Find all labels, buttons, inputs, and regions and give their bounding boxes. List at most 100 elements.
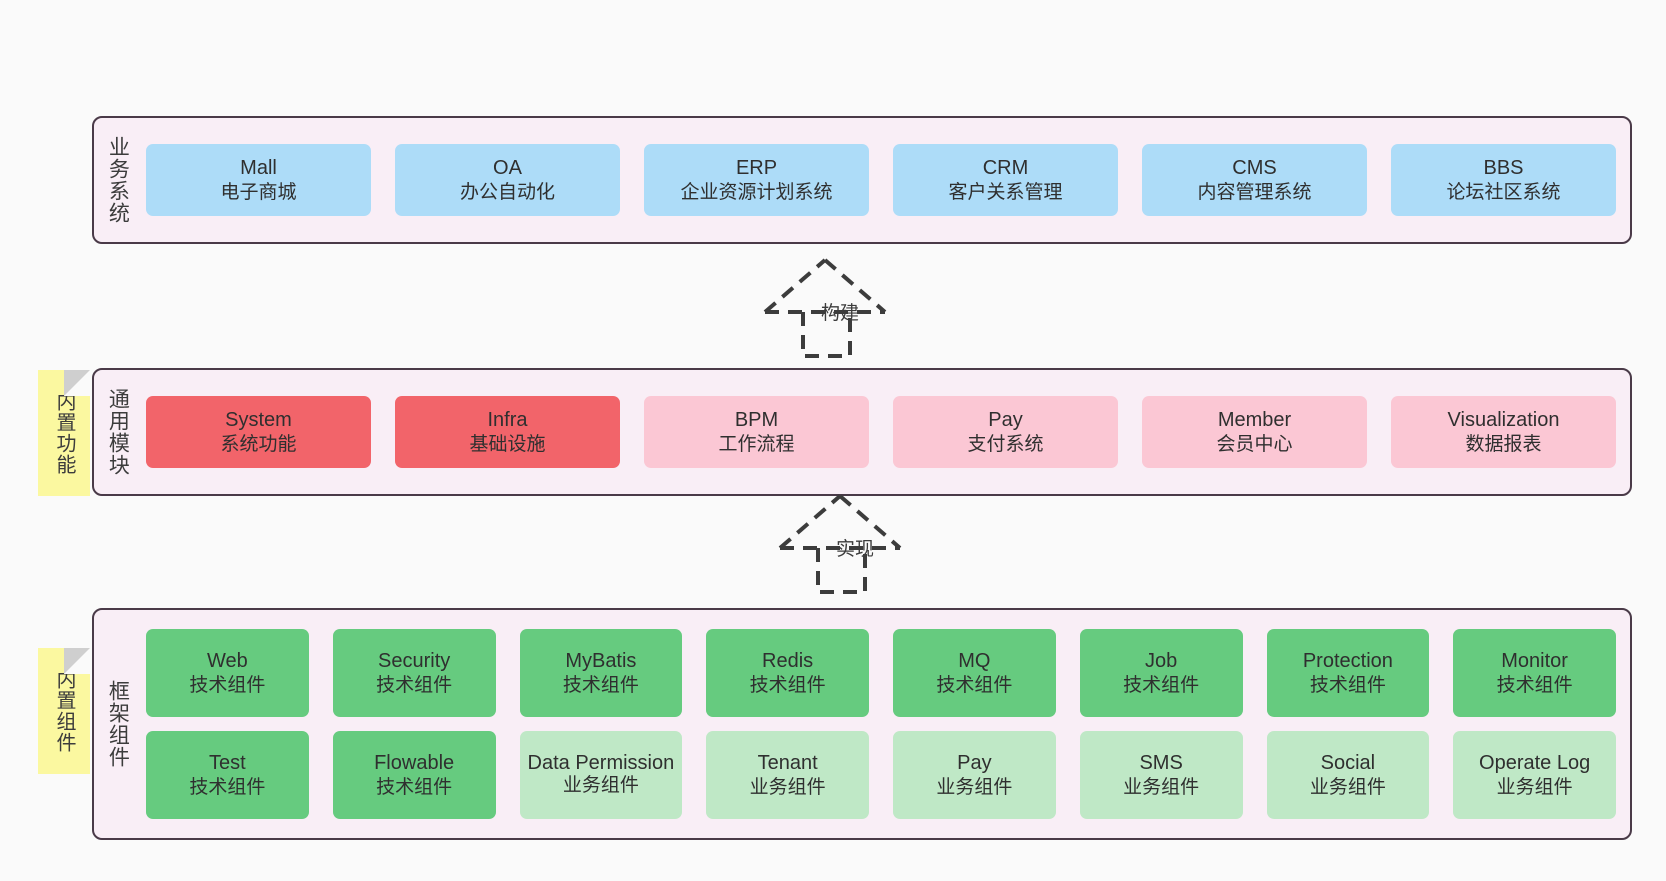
node-erp[interactable]: ERP 企业资源计划系统 (644, 144, 869, 216)
connector-build-label: 构建 (820, 303, 859, 324)
node-subtitle: 业务组件 (1309, 776, 1386, 798)
node-operate-log[interactable]: Operate Log 业务组件 (1453, 731, 1616, 819)
node-monitor[interactable]: Monitor 技术组件 (1453, 629, 1616, 717)
framework-biz-row: Test 技术组件 Flowable 技术组件 Data Permission … (146, 731, 1616, 819)
node-title: CRM (982, 156, 1029, 179)
node-title: Social (1320, 751, 1376, 774)
node-subtitle: 业务组件 (562, 775, 639, 797)
node-title: Tenant (757, 751, 818, 774)
layer-common-modules: 通用模块 System 系统功能 Infra 基础设施 BPM 工作流程 Pay… (92, 368, 1632, 496)
node-title: Security (378, 649, 451, 672)
node-subtitle: 业务组件 (936, 776, 1013, 798)
node-title: Visualization (1447, 408, 1560, 431)
node-title: Mall (240, 156, 277, 179)
node-crm[interactable]: CRM 客户关系管理 (893, 144, 1118, 216)
node-infra[interactable]: Infra 基础设施 (395, 396, 620, 468)
node-subtitle: 电子商城 (220, 181, 297, 203)
node-bbs[interactable]: BBS 论坛社区系统 (1391, 144, 1616, 216)
node-mall[interactable]: Mall 电子商城 (146, 144, 371, 216)
layer-body-business-systems: Mall 电子商城 OA 办公自动化 ERP 企业资源计划系统 CRM 客户关系… (140, 118, 1630, 242)
node-title: BPM (734, 408, 779, 431)
sticky-note-builtin-features: 内置功能 (38, 370, 90, 496)
node-title: Flowable (374, 751, 455, 774)
connector-build: 构建 (740, 252, 940, 362)
node-subtitle: 业务组件 (1496, 776, 1573, 798)
node-title: CMS (1232, 156, 1277, 179)
node-flowable[interactable]: Flowable 技术组件 (332, 731, 496, 819)
layer-body-framework-components: Web 技术组件 Security 技术组件 MyBatis 技术组件 Redi… (140, 610, 1630, 838)
node-title: System (225, 408, 292, 431)
node-subtitle: 论坛社区系统 (1446, 181, 1561, 203)
node-subtitle: 工作流程 (718, 433, 795, 455)
business-systems-row: Mall 电子商城 OA 办公自动化 ERP 企业资源计划系统 CRM 客户关系… (146, 144, 1616, 216)
node-system[interactable]: System 系统功能 (146, 396, 371, 468)
node-title: Infra (487, 408, 528, 431)
node-mybatis[interactable]: MyBatis 技术组件 (519, 629, 683, 717)
node-subtitle: 技术组件 (1309, 674, 1386, 696)
node-pay[interactable]: Pay 支付系统 (893, 396, 1118, 468)
node-visualization[interactable]: Visualization 数据报表 (1391, 396, 1616, 468)
node-subtitle: 技术组件 (1123, 674, 1200, 696)
node-subtitle: 技术组件 (936, 674, 1013, 696)
node-subtitle: 办公自动化 (459, 181, 555, 203)
node-title: Job (1145, 649, 1178, 672)
node-pay-component[interactable]: Pay 业务组件 (893, 731, 1056, 819)
connector-implement: 实现 (755, 488, 955, 598)
node-title: BBS (1483, 156, 1524, 179)
node-security[interactable]: Security 技术组件 (332, 629, 496, 717)
node-title: OA (493, 156, 522, 179)
node-title: MyBatis (565, 649, 637, 672)
node-bpm[interactable]: BPM 工作流程 (644, 396, 869, 468)
node-tenant[interactable]: Tenant 业务组件 (706, 731, 869, 819)
node-member[interactable]: Member 会员中心 (1142, 396, 1367, 468)
node-title: Pay (988, 408, 1023, 431)
layer-title-common-modules: 通用模块 (106, 388, 130, 476)
layer-title-framework-components: 框架组件 (106, 680, 130, 768)
node-job[interactable]: Job 技术组件 (1079, 629, 1243, 717)
node-subtitle: 技术组件 (189, 776, 266, 798)
layer-business-systems: 业务系统 Mall 电子商城 OA 办公自动化 ERP 企业资源计划系统 CRM… (92, 116, 1632, 244)
node-title: Protection (1302, 649, 1393, 672)
node-subtitle: 技术组件 (562, 674, 639, 696)
sticky-note-builtin-components: 内置组件 (38, 648, 90, 774)
node-cms[interactable]: CMS 内容管理系统 (1142, 144, 1367, 216)
node-title: Test (209, 751, 246, 774)
node-protection[interactable]: Protection 技术组件 (1266, 629, 1430, 717)
layer-body-common-modules: System 系统功能 Infra 基础设施 BPM 工作流程 Pay 支付系统… (140, 370, 1630, 494)
node-title: ERP (735, 156, 778, 179)
node-subtitle: 技术组件 (376, 674, 453, 696)
node-title: Operate Log (1479, 751, 1591, 774)
node-title: Monitor (1501, 649, 1568, 672)
node-title: SMS (1139, 751, 1183, 774)
node-subtitle: 内容管理系统 (1197, 181, 1312, 203)
node-subtitle: 数据报表 (1465, 433, 1542, 455)
connector-implement-label: 实现 (835, 539, 874, 560)
node-title: Web (206, 649, 248, 672)
node-subtitle: 技术组件 (376, 776, 453, 798)
node-redis[interactable]: Redis 技术组件 (706, 629, 869, 717)
node-subtitle: 基础设施 (469, 433, 546, 455)
layer-framework-components: 框架组件 Web 技术组件 Security 技术组件 MyBatis 技术组件… (92, 608, 1632, 840)
node-title: Member (1217, 408, 1292, 431)
node-sms[interactable]: SMS 业务组件 (1079, 731, 1243, 819)
node-mq[interactable]: MQ 技术组件 (893, 629, 1056, 717)
layer-title-business-systems: 业务系统 (106, 136, 130, 224)
node-title: Redis (762, 649, 814, 672)
node-web[interactable]: Web 技术组件 (146, 629, 309, 717)
node-subtitle: 企业资源计划系统 (680, 181, 833, 203)
node-title: Pay (957, 751, 992, 774)
node-social[interactable]: Social 业务组件 (1266, 731, 1430, 819)
node-subtitle: 技术组件 (749, 674, 826, 696)
node-subtitle: 系统功能 (220, 433, 297, 455)
node-test[interactable]: Test 技术组件 (146, 731, 309, 819)
node-subtitle: 支付系统 (967, 433, 1044, 455)
node-subtitle: 会员中心 (1216, 433, 1293, 455)
node-subtitle: 技术组件 (1496, 674, 1573, 696)
node-title: MQ (958, 649, 991, 672)
node-subtitle: 技术组件 (189, 674, 266, 696)
node-subtitle: 客户关系管理 (948, 181, 1063, 203)
node-oa[interactable]: OA 办公自动化 (395, 144, 620, 216)
node-data-permission[interactable]: Data Permission 业务组件 (519, 731, 683, 819)
framework-tech-row: Web 技术组件 Security 技术组件 MyBatis 技术组件 Redi… (146, 629, 1616, 717)
